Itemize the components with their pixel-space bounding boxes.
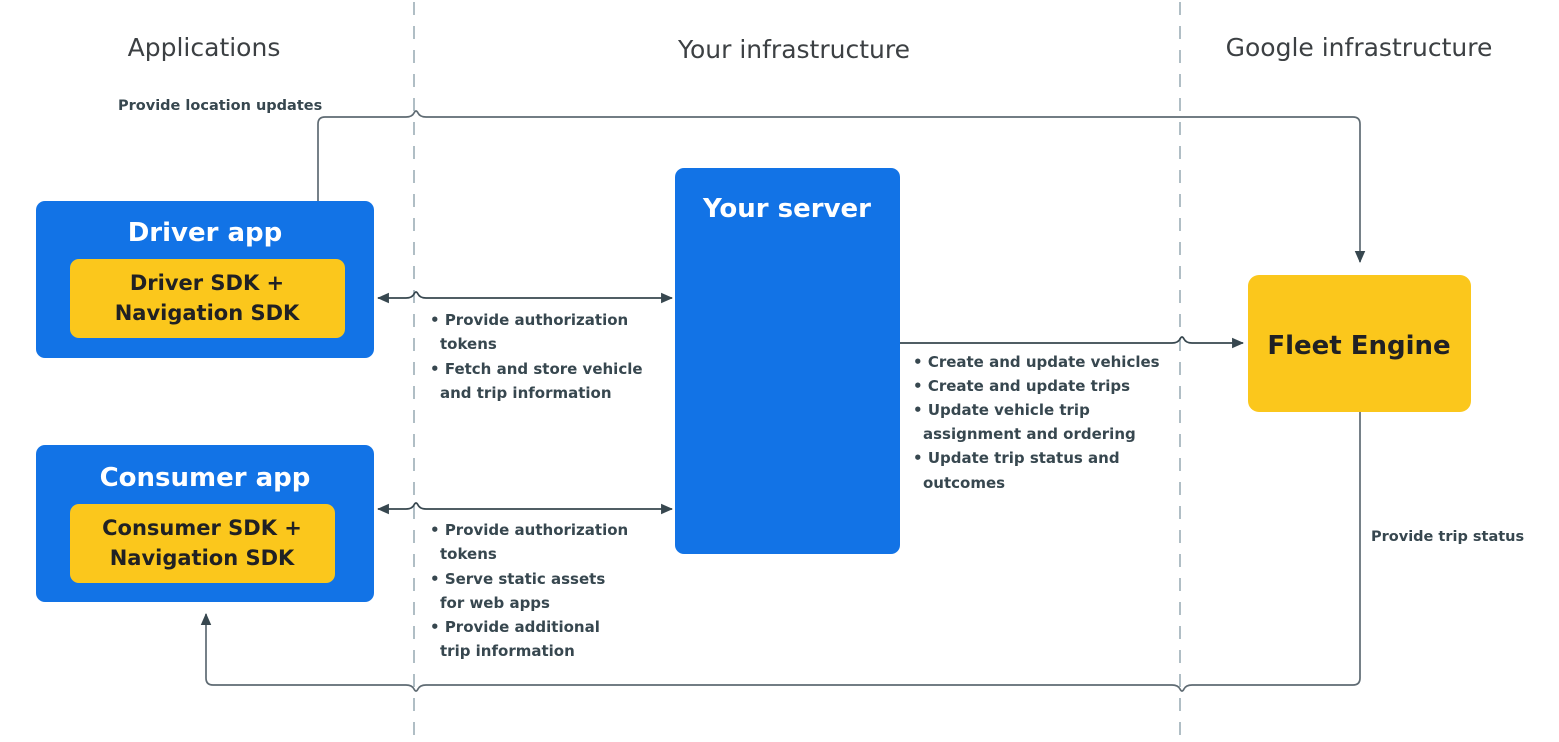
bullet-item: • Provide additional xyxy=(430,618,600,636)
bullet-line: outcomes xyxy=(923,474,1005,492)
bullet-item: • Fetch and store vehicle xyxy=(430,360,643,378)
bullet-marker: • xyxy=(430,311,445,329)
connector-driver-to-fleet-engine xyxy=(317,110,1366,263)
bullet-line: and trip information xyxy=(440,384,612,402)
zone-title-applications: Applications xyxy=(128,33,281,62)
bullet-line: Create and update trips xyxy=(928,377,1130,395)
your-server-box[interactable]: Your server xyxy=(675,168,900,554)
bullet-line: trip information xyxy=(440,642,575,660)
bullet-item: • Update vehicle trip xyxy=(913,401,1090,419)
bullet-marker: • xyxy=(913,377,928,395)
fleet-engine-rect xyxy=(1248,275,1471,412)
fleet-engine-title: Fleet Engine xyxy=(1267,331,1450,361)
zone-dividers xyxy=(413,2,1181,742)
bullet-item: • Serve static assets xyxy=(430,570,605,588)
bullet-marker: • xyxy=(430,360,445,378)
consumer-sdk-label-line2: Navigation SDK xyxy=(110,546,295,570)
bullet-marker: • xyxy=(913,449,928,467)
connector-consumer-server xyxy=(377,502,673,515)
connector-location-updates-path xyxy=(317,110,1366,263)
connector-trip-status-path xyxy=(200,412,1361,692)
bullet-line: Provide additional xyxy=(445,618,600,636)
fleet-engine-box[interactable]: Fleet Engine xyxy=(1248,275,1471,412)
bullet-line: Create and update vehicles xyxy=(928,353,1160,371)
bullet-marker: • xyxy=(430,521,445,539)
bullet-marker: • xyxy=(430,618,445,636)
bullet-marker: • xyxy=(430,570,445,588)
bullets-consumer-to-server: • Provide authorization tokens • Serve s… xyxy=(430,521,628,660)
bullet-line: Provide authorization xyxy=(445,521,628,539)
consumer-sdk-rect xyxy=(70,504,335,583)
connector-server-fleet-engine xyxy=(900,336,1244,349)
bullet-item: • Provide authorization xyxy=(430,311,628,329)
your-server-title: Your server xyxy=(702,194,871,224)
driver-app-box[interactable]: Driver app Driver SDK + Navigation SDK xyxy=(36,201,374,358)
bullet-item: • Create and update trips xyxy=(913,377,1130,395)
bullet-line: assignment and ordering xyxy=(923,425,1136,443)
bullet-item: • Provide authorization xyxy=(430,521,628,539)
bullet-line: tokens xyxy=(440,545,497,563)
driver-sdk-label-line2: Navigation SDK xyxy=(115,301,300,325)
zone-title-google-infrastructure: Google infrastructure xyxy=(1226,33,1493,62)
bullet-line: for web apps xyxy=(440,594,550,612)
connector-server-fleet-engine-path xyxy=(900,336,1244,349)
consumer-sdk-label-line1: Consumer SDK + xyxy=(102,516,302,540)
bullet-line: Provide authorization xyxy=(445,311,628,329)
bullet-line: Update trip status and xyxy=(928,449,1120,467)
connector-driver-server xyxy=(377,291,673,304)
connector-fleet-engine-to-consumer xyxy=(200,412,1361,692)
bullet-marker: • xyxy=(913,401,928,419)
driver-app-title: Driver app xyxy=(128,218,283,248)
zone-titles: Applications Your infrastructure Google … xyxy=(128,33,1493,64)
bullet-item: • Update trip status and xyxy=(913,449,1120,467)
bullet-item: • Create and update vehicles xyxy=(913,353,1160,371)
bullet-line: tokens xyxy=(440,335,497,353)
connector-driver-server-path xyxy=(377,291,673,304)
label-provide-location-updates: Provide location updates xyxy=(118,98,322,114)
consumer-app-title: Consumer app xyxy=(100,463,311,493)
bullet-line: Serve static assets xyxy=(445,570,606,588)
driver-sdk-label-line1: Driver SDK + xyxy=(130,271,284,295)
label-provide-trip-status: Provide trip status xyxy=(1371,529,1524,545)
consumer-app-box[interactable]: Consumer app Consumer SDK + Navigation S… xyxy=(36,445,374,602)
bullets-driver-to-server: • Provide authorization tokens • Fetch a… xyxy=(430,311,643,402)
bullets-server-to-fleet-engine: • Create and update vehicles • Create an… xyxy=(913,353,1160,492)
connector-consumer-server-path xyxy=(377,502,673,515)
bullet-line: Fetch and store vehicle xyxy=(445,360,643,378)
zone-title-your-infrastructure: Your infrastructure xyxy=(677,35,910,64)
bullet-line: Update vehicle trip xyxy=(928,401,1090,419)
bullet-marker: • xyxy=(913,353,928,371)
your-server-rect xyxy=(675,168,900,554)
driver-sdk-rect xyxy=(70,259,345,338)
